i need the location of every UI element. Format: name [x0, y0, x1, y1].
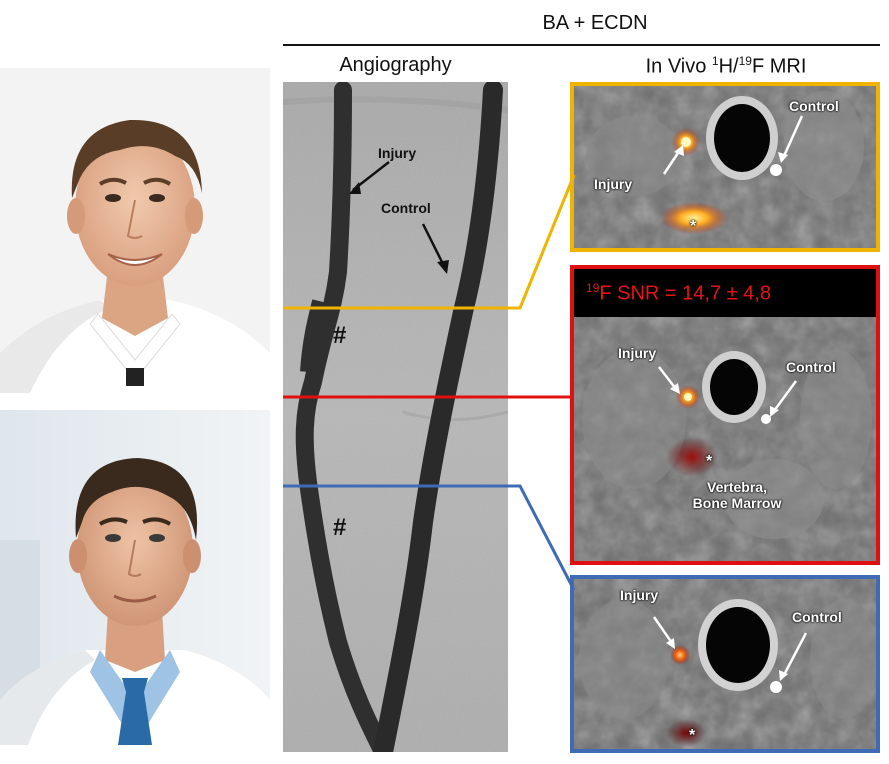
- mri-bot-control-label: Control: [792, 609, 842, 625]
- mri-top-asterisk: *: [690, 218, 697, 235]
- mri-label-suffix: F MRI: [751, 55, 807, 78]
- mri-panel-middle: 19F SNR = 14,7 ± 4,8 Injury Control * Ve…: [570, 265, 880, 565]
- angio-hash-bottom: #: [333, 514, 347, 541]
- mri-label: In Vivo 1H/19F MRI: [572, 54, 880, 79]
- portrait-bottom-drawing: [0, 410, 270, 745]
- portrait-photo-bottom: [0, 410, 270, 745]
- header-rule: [283, 44, 880, 46]
- mri-label-sup1: 1: [711, 54, 719, 68]
- portrait-top-drawing: [0, 68, 270, 393]
- angio-injury-label: Injury: [378, 145, 417, 161]
- mri-bot-asterisk: *: [689, 727, 696, 744]
- mri-label-sup2: 19: [738, 54, 752, 68]
- mri-top-control-label: Control: [789, 98, 839, 114]
- figure-title: BA + ECDN: [542, 12, 648, 34]
- vertebra-label: Vertebra, Bone Marrow: [682, 479, 792, 511]
- angiography-drawing: [283, 82, 508, 752]
- mri-panel-bottom: Injury Control *: [570, 575, 880, 753]
- mri-mid-control-label: Control: [786, 359, 836, 375]
- mri-mid-drawing: [574, 269, 876, 561]
- angiography-image: Injury Control # #: [283, 82, 508, 752]
- mri-mid-injury-label: Injury: [618, 345, 657, 361]
- mri-top-drawing: [574, 86, 876, 248]
- mri-panel-top: Injury Control *: [570, 82, 880, 252]
- vertebra-label-line1: Vertebra,: [707, 479, 767, 495]
- snr-sup: 19: [586, 281, 600, 295]
- angiography-label: Angiography: [339, 54, 452, 76]
- vertebra-label-line2: Bone Marrow: [692, 495, 782, 511]
- mri-bot-injury-label: Injury: [620, 587, 659, 603]
- mri-mid-asterisk: *: [706, 453, 713, 470]
- angio-control-label: Control: [381, 200, 431, 216]
- angio-hash-top: #: [333, 322, 347, 349]
- mri-label-mid: H/: [718, 55, 739, 78]
- portrait-photo-top: [0, 68, 270, 393]
- snr-value-label: 19F SNR = 14,7 ± 4,8: [586, 281, 771, 306]
- snr-text: F SNR = 14,7 ± 4,8: [599, 282, 771, 305]
- mri-top-injury-label: Injury: [594, 176, 633, 192]
- mri-bot-drawing: [574, 579, 876, 749]
- mri-label-prefix: In Vivo: [645, 55, 712, 78]
